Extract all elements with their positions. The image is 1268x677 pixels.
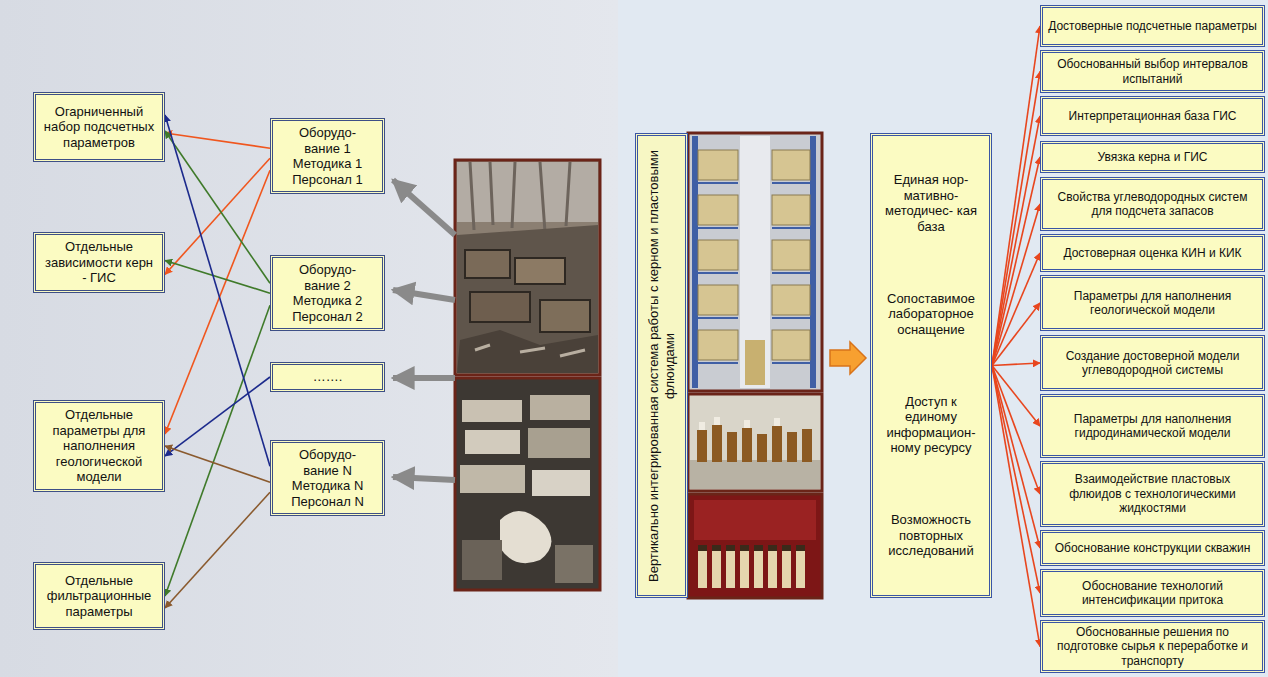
- box-text: Достоверная оценка КИН и КИК: [1063, 246, 1241, 260]
- box-text: Оборудо- вание 1 Методика 1 Персонал 1: [285, 125, 370, 187]
- photo-core-storage: [688, 133, 822, 391]
- box-text: Создание достоверной модели углеводородн…: [1048, 349, 1257, 378]
- box-text: Обоснование конструкции скважин: [1055, 541, 1251, 555]
- connector: [992, 253, 1040, 366]
- box-text: Параметры для наполнения геологической м…: [1048, 289, 1257, 318]
- box-text: Увязка керна и ГИС: [1098, 150, 1208, 164]
- connector: [992, 116, 1040, 366]
- connector: [165, 115, 270, 466]
- box-text: Огарниченный набор подсчетных параметров: [42, 104, 156, 151]
- right-panel: [618, 0, 1268, 677]
- box-text: Свойства углеводородных систем для подсч…: [1048, 190, 1257, 219]
- box-text: Сопоставимое лабораторное оснащение: [878, 291, 984, 338]
- result-box: Огарниченный набор подсчетных параметров: [33, 92, 165, 162]
- result-box: Достоверные подсчетные параметры: [1040, 5, 1265, 47]
- connector: [165, 170, 270, 434]
- box-text: Оборудо- вание N Методика N Персонал N: [285, 447, 370, 509]
- connector: [992, 26, 1040, 366]
- photo-fluid-bottles: [688, 394, 822, 491]
- connector: [992, 366, 1040, 495]
- result-box: Свойства углеводородных систем для подсч…: [1040, 177, 1265, 231]
- result-box: Обоснованный выбор интервалов испытаний: [1040, 50, 1265, 93]
- connector: [165, 305, 270, 596]
- photo-core-boxes: [455, 378, 600, 590]
- sample-arrows: [393, 180, 455, 480]
- block-arrow: [830, 342, 866, 374]
- process-box: Оборудо- вание N Методика N Персонал N: [270, 440, 385, 516]
- box-text: Обоснованные решения по подготовке сырья…: [1048, 625, 1257, 668]
- result-box: Достоверная оценка КИН и КИК: [1040, 234, 1265, 272]
- result-box: Параметры для наполнения гидродинамическ…: [1040, 394, 1265, 458]
- connector: [992, 303, 1040, 366]
- box-text: Вертикально интегрированная система рабо…: [645, 141, 678, 591]
- feature-box: Единая нор- мативно-методичес- кая базаС…: [870, 133, 992, 598]
- connector: [165, 133, 270, 148]
- box-text: Доступ к единому информацион- ному ресур…: [878, 394, 984, 456]
- box-text: Параметры для наполнения гидродинамическ…: [1048, 412, 1257, 441]
- box-text: Обоснование технологий интенсификации пр…: [1048, 579, 1257, 608]
- box-text: Оборудо- вание 2 Методика 2 Персонал 2: [285, 262, 370, 324]
- result-box: Параметры для наполнения геологической м…: [1040, 275, 1265, 331]
- result-box: Обоснованные решения по подготовке сырья…: [1040, 620, 1265, 673]
- left-panel: [0, 0, 618, 677]
- connector: [992, 157, 1040, 366]
- photo-sample-case: [688, 494, 822, 598]
- connector: [165, 492, 270, 608]
- result-box: Отдельные параметры для наполнения геоло…: [33, 400, 165, 492]
- box-text: Отдельные параметры для наполнения геоло…: [42, 407, 156, 485]
- box-text: Обоснованный выбор интервалов испытаний: [1048, 57, 1257, 86]
- connector: [992, 363, 1040, 366]
- connector: [165, 377, 270, 456]
- process-box: …….: [270, 362, 385, 392]
- photo-debris: [455, 160, 600, 375]
- result-box: Отдельные зависимости керн - ГИС: [33, 232, 165, 293]
- result-box: Увязка керна и ГИС: [1040, 141, 1265, 173]
- box-text: Взаимодействие пластовых флюидов с техно…: [1048, 472, 1257, 515]
- connector: [992, 204, 1040, 366]
- connector: [165, 446, 270, 482]
- result-box: Взаимодействие пластовых флюидов с техно…: [1040, 461, 1265, 527]
- box-text: …….: [313, 369, 343, 385]
- result-box: Отдельные фильтрационные параметры: [33, 562, 165, 630]
- box-text: Возможность повторных исследований: [878, 512, 984, 559]
- result-box: Обоснование конструкции скважин: [1040, 530, 1265, 566]
- box-text: Интерпретационная база ГИС: [1069, 109, 1237, 123]
- process-box: Оборудо- вание 1 Методика 1 Персонал 1: [270, 118, 385, 194]
- connector: [165, 131, 270, 283]
- result-box: Обоснование технологий интенсификации пр…: [1040, 569, 1265, 617]
- connector: [992, 366, 1040, 549]
- result-box: Создание достоверной модели углеводородн…: [1040, 335, 1265, 391]
- connector: [165, 158, 270, 274]
- connector: [992, 72, 1040, 366]
- box-text: Отдельные фильтрационные параметры: [42, 573, 156, 620]
- system-band: Вертикально интегрированная система рабо…: [635, 133, 688, 598]
- process-box: Оборудо- вание 2 Методика 2 Персонал 2: [270, 255, 385, 331]
- box-text: Достоверные подсчетные параметры: [1048, 19, 1257, 33]
- box-text: Отдельные зависимости керн - ГИС: [42, 239, 156, 286]
- result-box: Интерпретационная база ГИС: [1040, 96, 1265, 136]
- connector: [992, 366, 1040, 594]
- box-text: Единая нор- мативно-методичес- кая база: [878, 172, 984, 234]
- connector: [992, 366, 1040, 647]
